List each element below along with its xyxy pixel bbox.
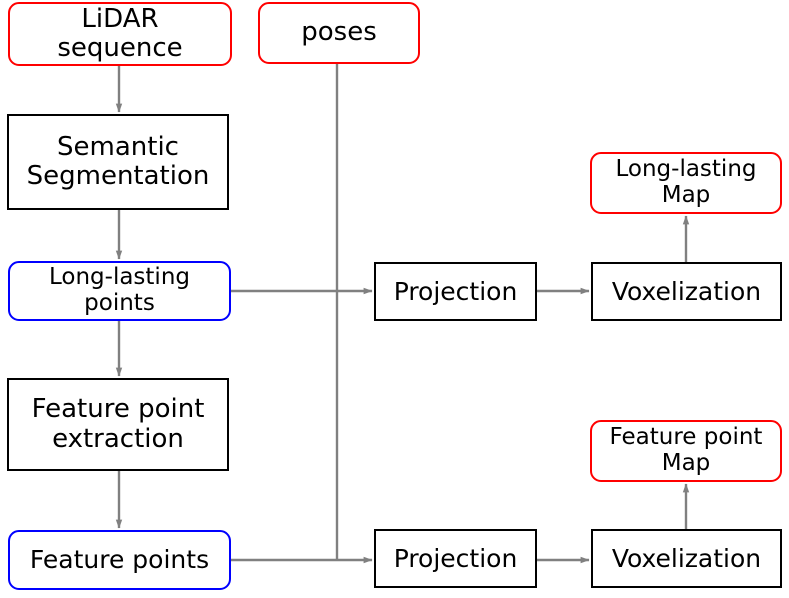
node-voxelization-top[interactable]: Voxelization	[591, 262, 782, 321]
node-long-lasting-map[interactable]: Long-lasting Map	[590, 152, 782, 214]
node-lidar-sequence-label: LiDAR sequence	[57, 3, 183, 63]
node-feature-point-extraction-label: Feature point extraction	[31, 394, 205, 454]
node-long-lasting-points[interactable]: Long-lasting points	[8, 261, 231, 321]
node-lidar-sequence[interactable]: LiDAR sequence	[8, 2, 232, 66]
node-poses-label: poses	[301, 17, 377, 48]
node-long-lasting-points-label: Long-lasting points	[48, 264, 190, 316]
node-projection-bottom-label: Projection	[393, 543, 518, 573]
node-feature-point-extraction[interactable]: Feature point extraction	[7, 378, 229, 471]
node-feature-points[interactable]: Feature points	[8, 530, 231, 590]
node-feature-point-map[interactable]: Feature point Map	[590, 420, 782, 482]
node-voxelization-bottom[interactable]: Voxelization	[591, 529, 782, 588]
node-feature-points-label: Feature points	[29, 545, 210, 574]
node-projection-bottom[interactable]: Projection	[374, 529, 537, 588]
node-feature-point-map-label: Feature point Map	[609, 424, 763, 476]
node-long-lasting-map-label: Long-lasting Map	[615, 156, 757, 208]
node-voxelization-bottom-label: Voxelization	[611, 543, 762, 573]
node-voxelization-top-label: Voxelization	[611, 276, 762, 306]
node-semantic-segmentation-label: Semantic Segmentation	[26, 131, 210, 191]
node-projection-top-label: Projection	[393, 276, 518, 306]
node-poses[interactable]: poses	[258, 2, 420, 64]
node-semantic-segmentation[interactable]: Semantic Segmentation	[7, 114, 229, 210]
node-projection-top[interactable]: Projection	[374, 262, 537, 321]
